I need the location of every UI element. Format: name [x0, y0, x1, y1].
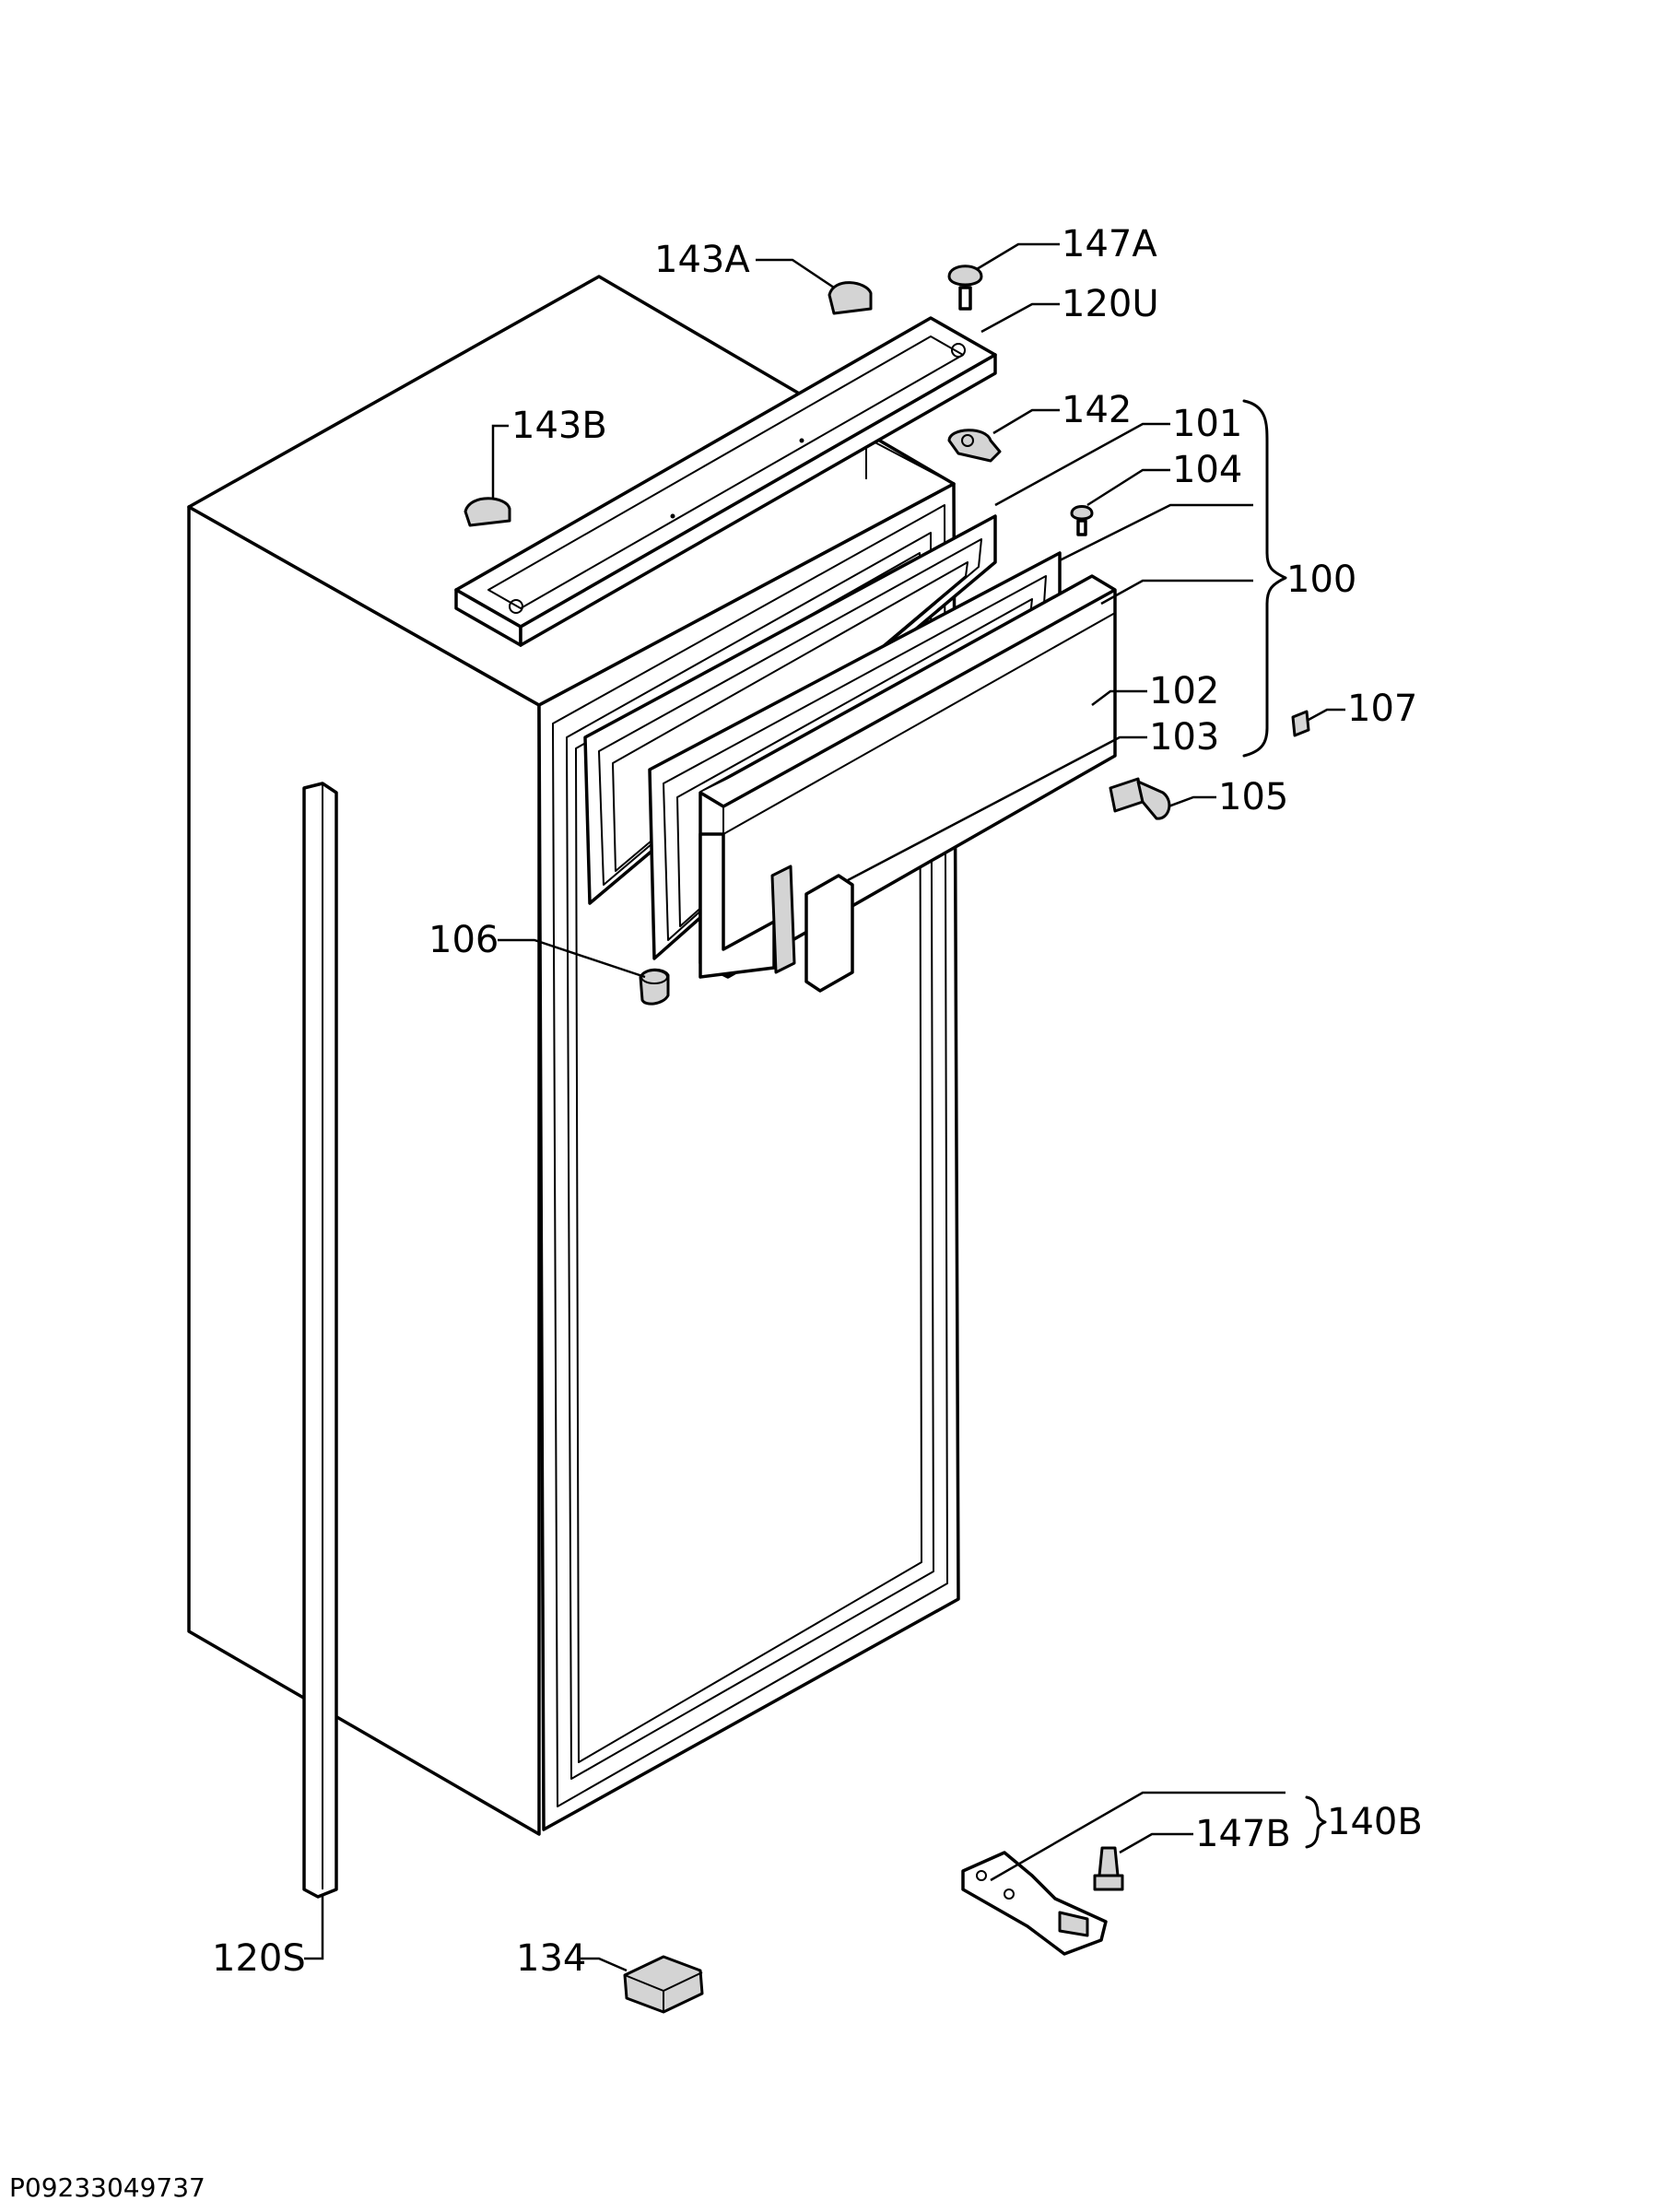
part-labels: 143A 147A 120U 143B 142 101 104 100 102 …	[212, 223, 1423, 1980]
label-147A: 147A	[1062, 223, 1157, 265]
cap-106	[639, 968, 670, 1006]
label-134: 134	[516, 1937, 586, 1980]
label-120S: 120S	[212, 1937, 306, 1980]
side-trim-120S	[302, 782, 338, 1899]
brace-100	[1242, 399, 1287, 758]
label-107: 107	[1347, 688, 1417, 730]
cover-134	[623, 1955, 704, 2014]
screw-147B	[1093, 1846, 1124, 1891]
label-102: 102	[1149, 670, 1219, 712]
label-100: 100	[1286, 559, 1356, 601]
label-106: 106	[428, 919, 499, 961]
label-143B: 143B	[511, 405, 607, 447]
label-103: 103	[1149, 716, 1219, 759]
cap-143B	[464, 497, 511, 527]
door-panel-assembly-100	[583, 514, 1117, 993]
label-143A: 143A	[654, 239, 750, 281]
brace-140B	[1305, 1795, 1327, 1849]
hinge-plate-140B	[961, 1851, 1108, 1956]
cap-143A	[828, 281, 873, 315]
label-105: 105	[1218, 776, 1288, 818]
clip-107	[1291, 710, 1310, 737]
drawing-code: P09233049737	[9, 2172, 205, 2203]
hinge-bracket-142	[947, 429, 1002, 463]
label-101: 101	[1172, 403, 1242, 445]
top-trim-bar-120U	[454, 316, 997, 647]
plug-105	[1109, 777, 1171, 820]
screw-147A	[947, 265, 983, 311]
label-142: 142	[1062, 389, 1132, 431]
label-104: 104	[1172, 449, 1242, 491]
screw-104	[1070, 505, 1094, 536]
label-120U: 120U	[1062, 283, 1159, 325]
label-140B: 140B	[1327, 1801, 1423, 1843]
label-147B: 147B	[1195, 1813, 1291, 1855]
leader-lines	[304, 242, 1345, 1972]
